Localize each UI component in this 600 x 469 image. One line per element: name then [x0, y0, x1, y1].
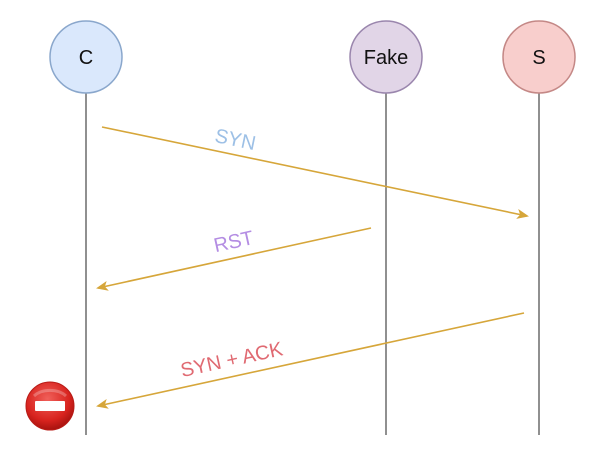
participant-fake: Fake [349, 20, 423, 94]
participant-s-label: S [532, 47, 545, 69]
no-entry-icon [25, 381, 75, 431]
participant-c-label: C [79, 47, 93, 69]
participant-s: S [502, 20, 576, 94]
message-label-syn-ack: SYN + ACK [179, 338, 286, 382]
participant-fake-circle [349, 20, 423, 94]
participant-s-circle [502, 20, 576, 94]
participant-c: C [49, 20, 123, 94]
message-arrow-syn [101, 126, 529, 219]
message-arrow-rst [96, 227, 372, 291]
message-label-rst: RST [212, 227, 256, 257]
message-label-syn: SYN [213, 125, 258, 155]
message-arrow-syn-ack [96, 312, 525, 409]
participant-c-circle [49, 20, 123, 94]
participant-fake-label: Fake [364, 47, 408, 69]
